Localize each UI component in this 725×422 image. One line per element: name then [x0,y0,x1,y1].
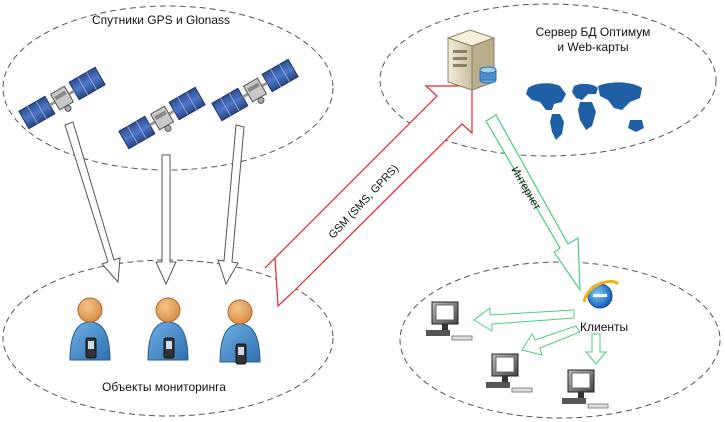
satellite-icon [211,58,299,122]
computer-icon [486,353,533,393]
person-with-phone-icon [69,297,111,361]
satellites-zone [2,5,334,171]
satellites-label: Спутники GPS и Glonass [92,13,231,27]
server-label-line1: Сервер БД Оптимум [535,25,651,39]
computer-icon [562,369,609,409]
satellite-arrow-3 [217,124,245,286]
objects-label: Объекты мониторинга [102,380,226,394]
satellite-icon [118,86,206,150]
client-arrow-3 [584,333,608,365]
clients-label: Клиенты [580,320,629,334]
server-zone [379,3,717,157]
satellite-arrow-1 [64,121,121,284]
server-icon [446,29,497,91]
satellite-icon [18,66,106,130]
client-arrow-1 [473,307,575,332]
internet-explorer-icon [582,279,620,309]
person-with-phone-icon [219,299,261,365]
clients-zone [399,261,721,419]
server-label-line2: и Web-карты [557,40,629,54]
computer-icon [426,301,473,341]
gsm-arrow [264,85,473,308]
person-with-phone-icon [147,297,189,361]
internet-arrow [485,114,581,293]
satellite-arrow-2 [155,154,177,286]
client-arrow-2 [521,325,581,356]
world-map-icon [526,82,644,140]
